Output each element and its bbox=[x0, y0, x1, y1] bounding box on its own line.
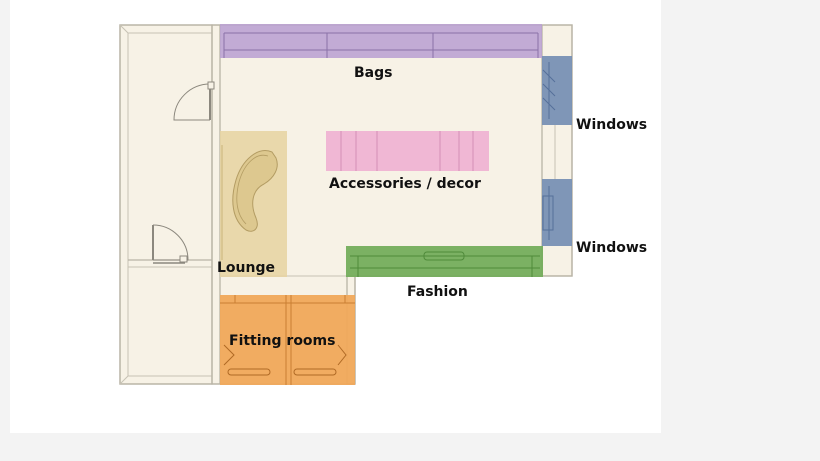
zone-fashion[interactable] bbox=[346, 246, 543, 277]
zone-lounge[interactable] bbox=[220, 131, 287, 277]
label-bags: Bags bbox=[354, 65, 392, 81]
zone-windows-top-area bbox=[542, 56, 572, 125]
door-lower[interactable] bbox=[152, 224, 189, 264]
label-windows-top: Windows bbox=[576, 117, 647, 133]
zone-lounge-area bbox=[220, 131, 287, 277]
door-upper[interactable] bbox=[173, 81, 215, 121]
zone-fitting-rooms[interactable] bbox=[220, 295, 355, 385]
zone-accessories-area bbox=[326, 131, 489, 171]
label-fashion: Fashion bbox=[407, 284, 468, 300]
label-fitting-rooms: Fitting rooms bbox=[229, 333, 335, 349]
zone-bags[interactable] bbox=[220, 24, 542, 58]
label-lounge: Lounge bbox=[217, 260, 275, 276]
zone-windows-bottom-area bbox=[542, 179, 572, 246]
label-accessories: Accessories / decor bbox=[329, 176, 481, 192]
sofa-icon bbox=[232, 150, 278, 232]
zone-windows-top[interactable] bbox=[542, 56, 572, 125]
label-windows-bottom: Windows bbox=[576, 240, 647, 256]
floor-plan-canvas: Bags Accessories / decor Lounge Fitting … bbox=[10, 0, 661, 433]
zone-accessories[interactable] bbox=[326, 131, 489, 171]
floor-plan: Bags Accessories / decor Lounge Fitting … bbox=[119, 24, 647, 385]
zone-fitting-area bbox=[220, 295, 355, 385]
zone-fashion-area bbox=[346, 246, 543, 277]
right-wall bbox=[541, 24, 573, 277]
zone-windows-bottom[interactable] bbox=[542, 179, 572, 246]
zone-bags-area bbox=[220, 24, 542, 58]
